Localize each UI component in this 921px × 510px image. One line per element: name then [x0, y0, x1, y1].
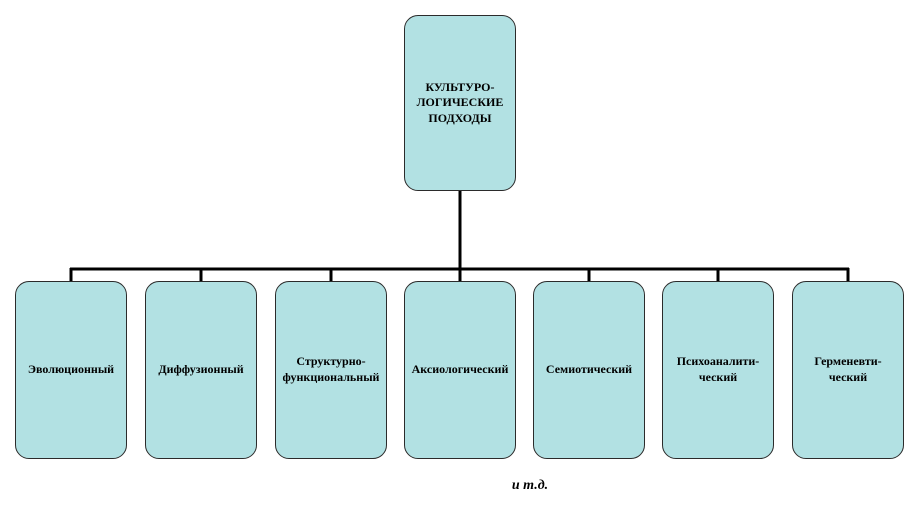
footnote-etc: и т.д. [511, 478, 549, 493]
child-node-diffusion: Диффузионный [145, 281, 257, 459]
root-node-culturological-approaches: КУЛЬТУРО- ЛОГИЧЕСКИЕ ПОДХОДЫ [404, 15, 516, 191]
child-node-label: Психоаналити- ческий [676, 354, 760, 384]
child-node-label: Структурно- функциональный [282, 354, 380, 384]
child-node-psychoanalytic: Психоаналити- ческий [662, 281, 774, 459]
child-node-semiotic: Семиотический [533, 281, 645, 459]
child-node-hermeneutic: Герменевти- ческий [792, 281, 904, 459]
child-node-structural-functional: Структурно- функциональный [275, 281, 387, 459]
child-node-label: Эволюционный [27, 362, 115, 377]
child-node-label: Герменевти- ческий [814, 354, 882, 384]
child-node-label: Аксиологический [411, 362, 509, 377]
root-node-label: КУЛЬТУРО- ЛОГИЧЕСКИЕ ПОДХОДЫ [416, 79, 504, 125]
child-node-label: Семиотический [545, 362, 633, 377]
child-node-evolutionary: Эволюционный [15, 281, 127, 459]
child-node-label: Диффузионный [158, 362, 244, 377]
child-node-axiological: Аксиологический [404, 281, 516, 459]
